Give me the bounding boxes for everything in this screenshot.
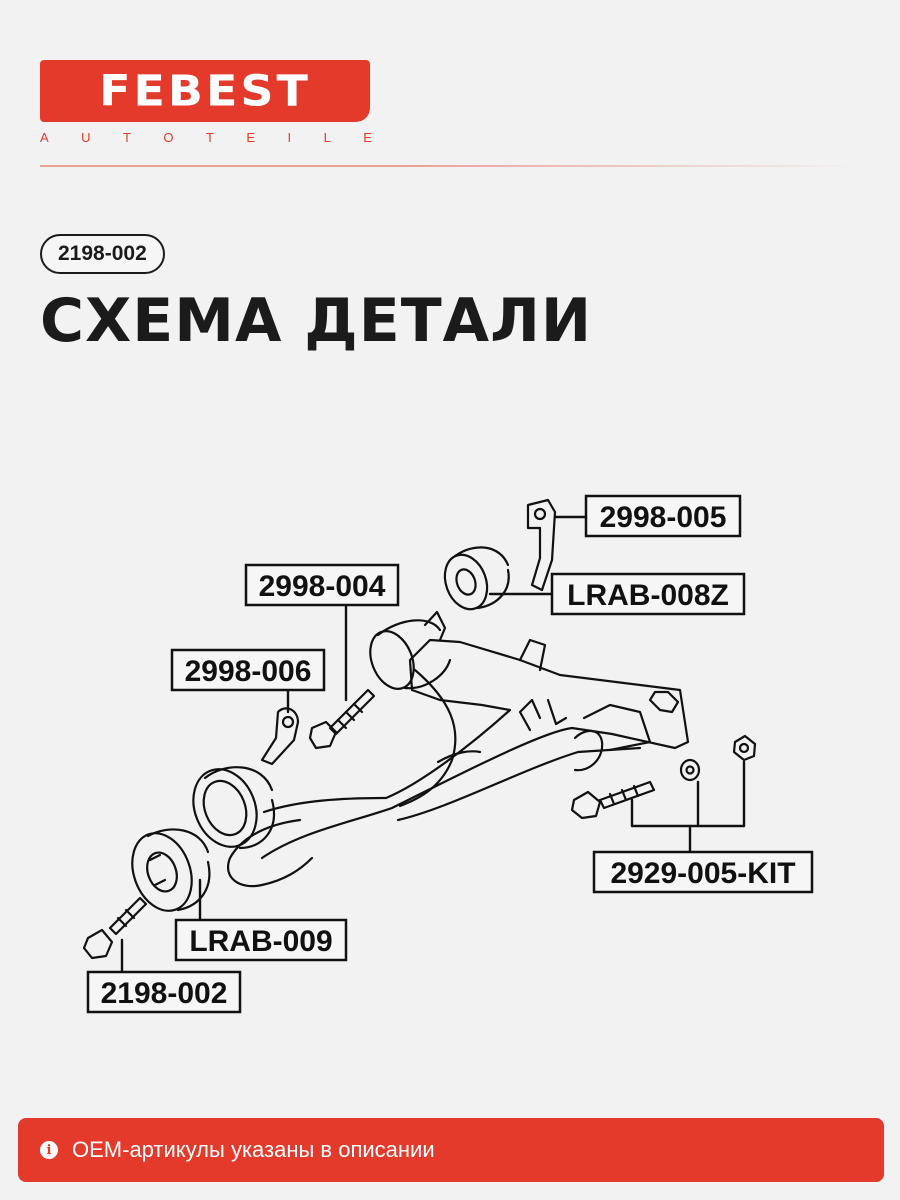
notice-text: OEM-артикулы указаны в описании [72, 1137, 435, 1162]
tagline-letter: E [246, 130, 256, 145]
callout-2998-005: 2998-005 [584, 494, 742, 538]
tagline-letter: T [205, 130, 214, 145]
callout-label: 2198-002 [101, 977, 228, 1010]
oem-notice-bar: i OEM-артикулы указаны в описании [18, 1118, 884, 1182]
bolt-2998-004 [308, 688, 376, 750]
callout-label: 2929-005-KIT [610, 857, 795, 890]
front-bush-housing [369, 619, 452, 690]
callout-label: 2998-005 [600, 501, 727, 534]
bolt-2198-002 [82, 896, 148, 960]
tagline-letter: T [122, 130, 131, 145]
callout-label: 2998-006 [185, 655, 312, 688]
bush-lrab-009 [131, 828, 211, 912]
bush-lrab-008z [443, 546, 510, 611]
header-divider [40, 165, 860, 167]
tagline-letter: A [40, 130, 49, 145]
callout-2198-002: 2198-002 [86, 970, 242, 1014]
info-icon: i [40, 1141, 58, 1159]
leader-lines [120, 515, 746, 974]
part-number: 2198-002 [58, 242, 147, 265]
tagline-letter: L [323, 130, 331, 145]
tagline-letter: E [363, 130, 372, 145]
rear-bush-eye [192, 766, 275, 850]
tagline-letter: U [81, 130, 91, 145]
brand-name: FEBEST [99, 66, 311, 116]
callout-lrab-009: LRAB-009 [174, 918, 348, 962]
callout-label: 2998-004 [259, 570, 386, 603]
brand-logo: FEBEST [40, 60, 370, 122]
callout-2929-005-kit: 2929-005-KIT [592, 850, 814, 894]
brand-tagline: A U T O T E I L E [40, 130, 372, 145]
tagline-letter: O [163, 130, 174, 145]
callout-2998-006: 2998-006 [170, 648, 326, 692]
page-title: СХЕМА ДЕТАЛИ [40, 286, 593, 356]
part-number-badge: 2198-002 [40, 234, 165, 274]
callout-2998-004: 2998-004 [244, 563, 400, 607]
washer-2998-006 [260, 707, 300, 766]
tagline-letter: I [287, 130, 292, 145]
callout-lrab-008z: LRAB-008Z [550, 572, 746, 616]
kit-2929-005 [570, 734, 757, 820]
control-arm [227, 610, 690, 888]
callout-label: LRAB-009 [189, 925, 332, 958]
bracket-2998-005 [526, 498, 557, 592]
callout-label: LRAB-008Z [567, 579, 729, 612]
